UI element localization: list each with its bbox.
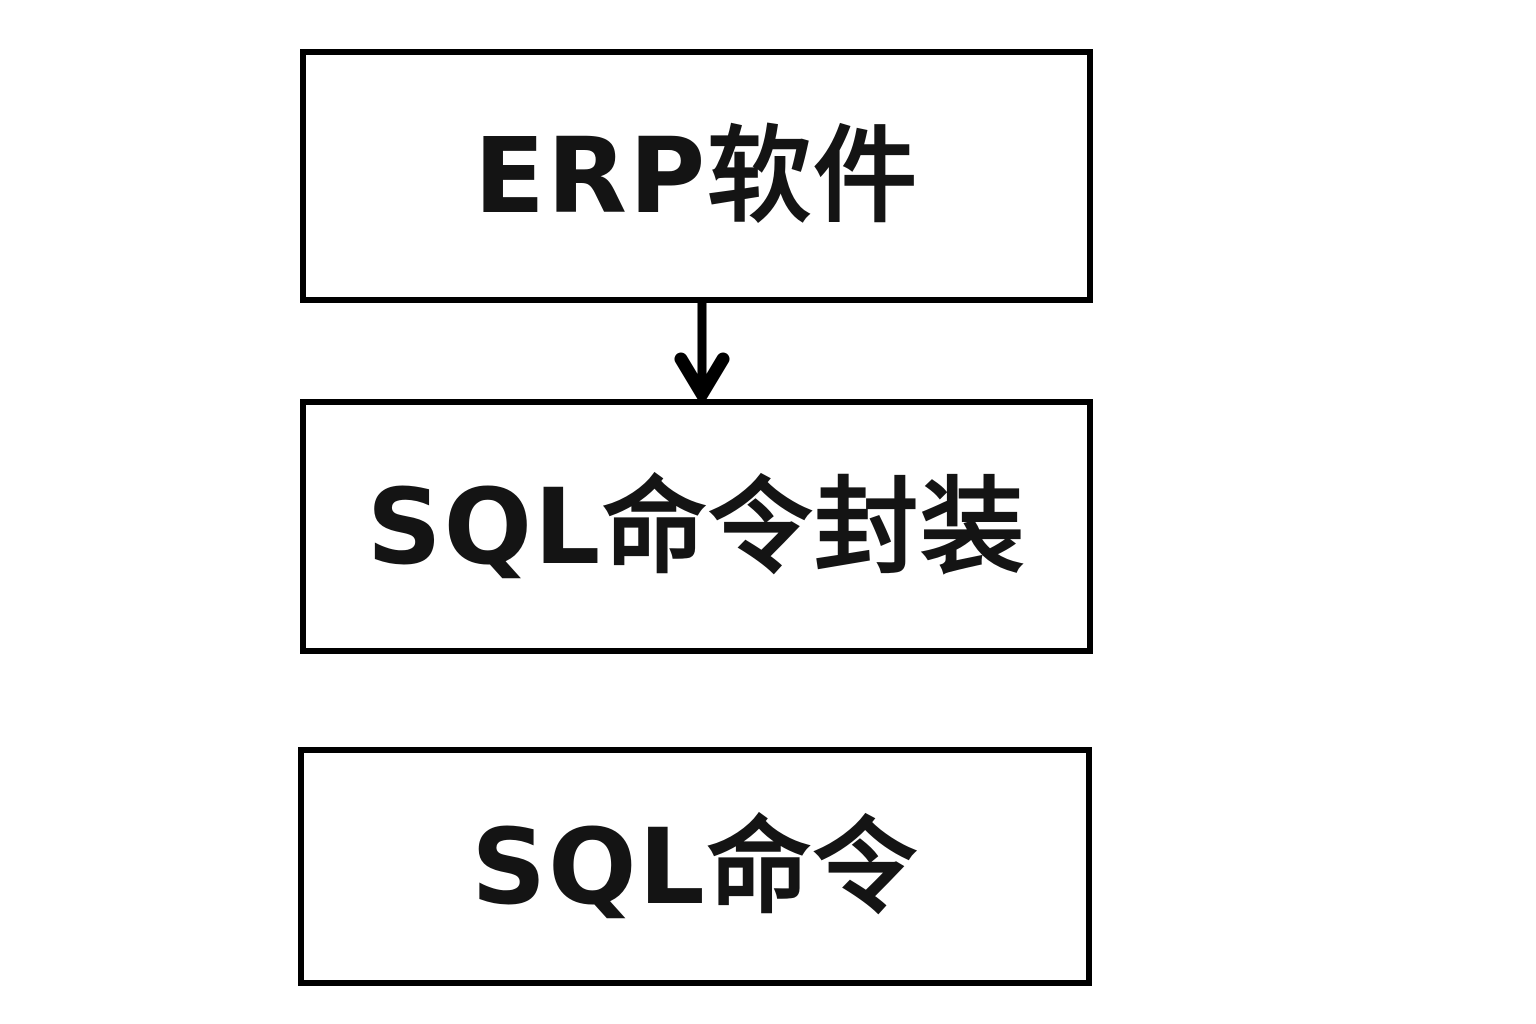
flow-box-sql-wrap: SQL命令封装: [300, 399, 1093, 654]
flow-box-sql-cmd-label: SQL命令: [471, 805, 919, 928]
flow-box-erp-label: ERP软件: [473, 115, 920, 237]
flow-box-erp: ERP软件: [300, 49, 1093, 303]
arrow-head-icon: [674, 352, 730, 407]
flow-box-sql-wrap-label: SQL命令封装: [366, 465, 1027, 588]
flow-box-sql-cmd: SQL命令: [298, 747, 1092, 986]
